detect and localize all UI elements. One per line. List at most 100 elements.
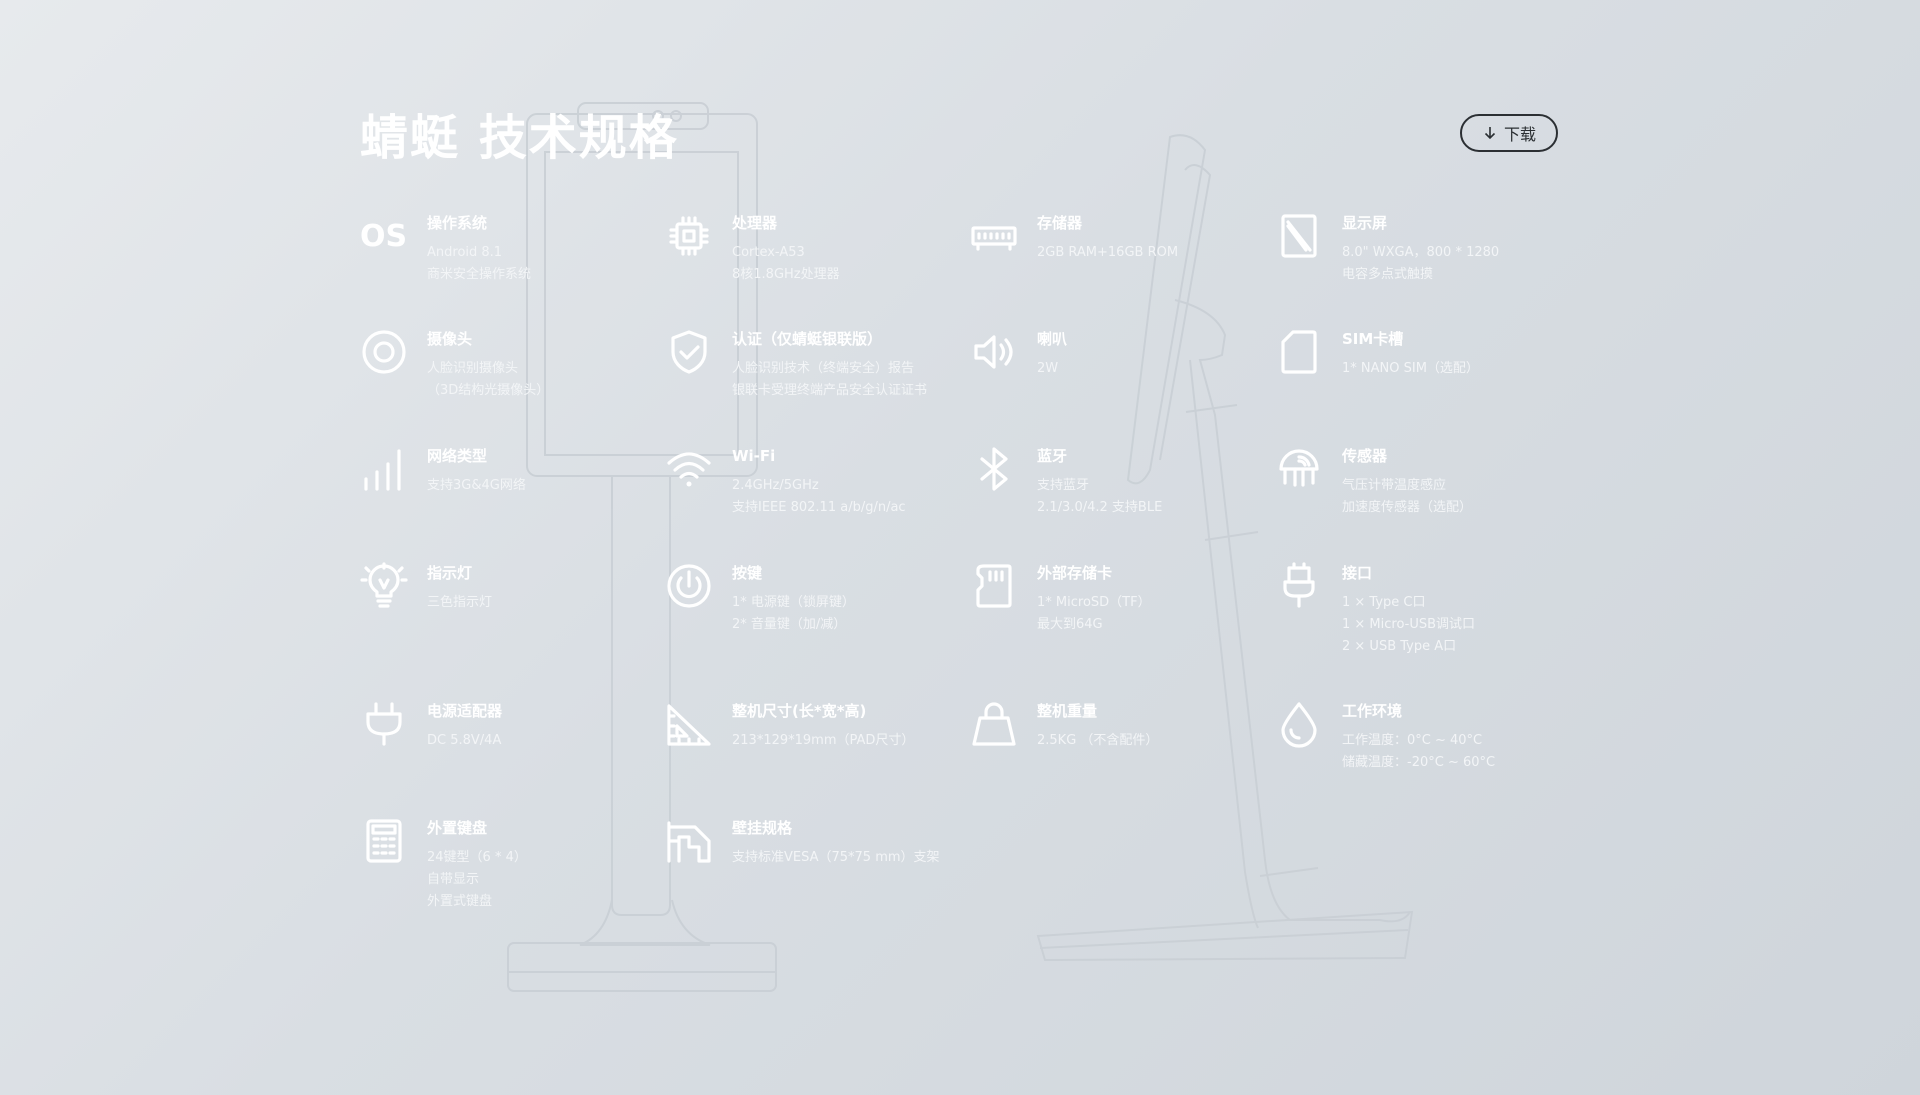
spec-text: 摄像头人脸识别摄像头（3D结构光摄像头） (427, 328, 657, 402)
spec-value: 三色指示灯 (427, 595, 493, 610)
spec-text: 传感器气压计带温度感应加速度传感器（选配） (1342, 445, 1572, 519)
spec-title: 壁挂规格 (732, 819, 793, 837)
spec-title: 接口 (1342, 564, 1373, 582)
ruler-triangle-icon (665, 700, 713, 748)
spec-title: 外置键盘 (427, 819, 488, 837)
spec-value: DC 5.8V/4A (427, 733, 502, 748)
spec-lines: 三色指示灯 (427, 592, 657, 614)
spec-value: 2.1/3.0/4.2 支持BLE (1037, 500, 1163, 515)
spec-lines: 人脸识别技术（终端安全）报告银联卡受理终端产品安全认证证书 (732, 358, 962, 402)
usb-plug-icon (1275, 562, 1323, 610)
water-drop-icon (1275, 700, 1323, 748)
spec-value: 自带显示 (427, 872, 480, 887)
spec-text: 电源适配器 DC 5.8V/4A (427, 700, 657, 752)
spec-value: Cortex-A53 (732, 245, 805, 260)
spec-lines: 支持标准VESA（75*75 mm）支架 (732, 847, 962, 869)
spec-value: 人脸识别技术（终端安全）报告 (732, 361, 915, 376)
weight-icon (970, 700, 1018, 748)
download-label: 下载 (1503, 125, 1536, 144)
arrow-down-icon (1484, 127, 1496, 140)
spec-value: 1 × Micro-USB调试口 (1342, 617, 1476, 632)
spec-lines: 支持3G&4G网络 (427, 475, 657, 497)
spec-title: 存储器 (1037, 214, 1083, 232)
spec-value: 2W (1037, 361, 1059, 376)
spec-value: 2.4GHz/5GHz (732, 478, 819, 493)
spec-lines: 2.5KG （不含配件） (1037, 730, 1267, 752)
os-icon: OS (360, 212, 408, 260)
spec-title: 指示灯 (427, 564, 473, 582)
spec-text: 网络类型支持3G&4G网络 (427, 445, 657, 497)
spec-value: 2 × USB Type A口 (1342, 639, 1457, 654)
spec-title: 认证（仅蜻蜓银联版） (732, 330, 883, 348)
spec-value: （3D结构光摄像头） (427, 383, 550, 398)
spec-value: 电容多点式触摸 (1342, 267, 1434, 282)
keypad-icon (360, 817, 408, 865)
spec-lines: 1* 电源键（锁屏键） 2* 音量键（加/减） (732, 592, 962, 636)
spec-text: SIM卡槽 1* NANO SIM（选配） (1342, 328, 1572, 380)
wifi-icon (665, 445, 713, 493)
spec-title: 显示屏 (1342, 214, 1388, 232)
spec-value: 外置式键盘 (427, 894, 493, 909)
spec-text: 整机尺寸(长*宽*高)213*129*19mm（PAD尺寸） (732, 700, 962, 752)
spec-value: 人脸识别摄像头 (427, 361, 519, 376)
spec-value: 1* 电源键（锁屏键） (732, 595, 855, 610)
download-button[interactable]: 下载 (1460, 114, 1558, 152)
spec-title: 电源适配器 (427, 702, 503, 720)
spec-lines: 气压计带温度感应加速度传感器（选配） (1342, 475, 1572, 519)
shield-check-icon (665, 328, 713, 376)
display-icon (1275, 212, 1323, 260)
spec-lines: 2.4GHz/5GHz 支持IEEE 802.11 a/b/g/n/ac (732, 475, 962, 519)
spec-value: 2.5KG （不含配件） (1037, 733, 1159, 748)
page-title: 蜻蜓 技术规格 (360, 110, 679, 166)
speaker-icon (970, 328, 1018, 376)
spec-lines: DC 5.8V/4A (427, 730, 657, 752)
spec-text: 整机重量 2.5KG （不含配件） (1037, 700, 1267, 752)
spec-title: 网络类型 (427, 447, 488, 465)
lightbulb-icon (360, 562, 408, 610)
spec-value: 支持IEEE 802.11 a/b/g/n/ac (732, 500, 906, 515)
spec-value: 气压计带温度感应 (1342, 478, 1447, 493)
sensor-icon (1275, 445, 1323, 493)
spec-lines: 213*129*19mm（PAD尺寸） (732, 730, 962, 752)
spec-value: 商米安全操作系统 (427, 267, 532, 282)
spec-value: 支持3G&4G网络 (427, 478, 526, 493)
spec-title: 工作环境 (1342, 702, 1403, 720)
spec-title: SIM卡槽 (1342, 330, 1404, 348)
spec-value: 2GB RAM+16GB ROM (1037, 245, 1179, 260)
spec-value: 2* 音量键（加/减） (732, 617, 847, 632)
spec-lines: 2W (1037, 358, 1267, 380)
spec-title: 处理器 (732, 214, 778, 232)
spec-value: 工作温度：0°C ~ 40°C (1342, 733, 1483, 748)
spec-value: 213*129*19mm（PAD尺寸） (732, 733, 915, 748)
processor-icon (665, 212, 713, 260)
spec-value: 支持蓝牙 (1037, 478, 1090, 493)
spec-text: 存储器 2GB RAM+16GB ROM (1037, 212, 1267, 264)
spec-value: 储藏温度：-20°C ~ 60°C (1342, 755, 1496, 770)
spec-lines: 支持蓝牙 2.1/3.0/4.2 支持BLE (1037, 475, 1267, 519)
spec-value: 1* NANO SIM（选配） (1342, 361, 1479, 376)
spec-title: 传感器 (1342, 447, 1388, 465)
spec-title: 操作系统 (427, 214, 488, 232)
spec-lines: 24键型（6 * 4）自带显示外置式键盘 (427, 847, 657, 913)
power-button-icon (665, 562, 713, 610)
spec-value: 1* MicroSD（TF） (1037, 595, 1151, 610)
spec-text: 工作环境工作温度：0°C ~ 40°C 储藏温度：-20°C ~ 60°C (1342, 700, 1572, 774)
camera-icon (360, 328, 408, 376)
spec-title: 整机重量 (1037, 702, 1098, 720)
wall-mount-icon (665, 817, 713, 865)
spec-text: 认证（仅蜻蜓银联版） 人脸识别技术（终端安全）报告银联卡受理终端产品安全认证证书 (732, 328, 962, 402)
spec-lines: 1* NANO SIM（选配） (1342, 358, 1572, 380)
spec-value: 加速度传感器（选配） (1342, 500, 1473, 515)
